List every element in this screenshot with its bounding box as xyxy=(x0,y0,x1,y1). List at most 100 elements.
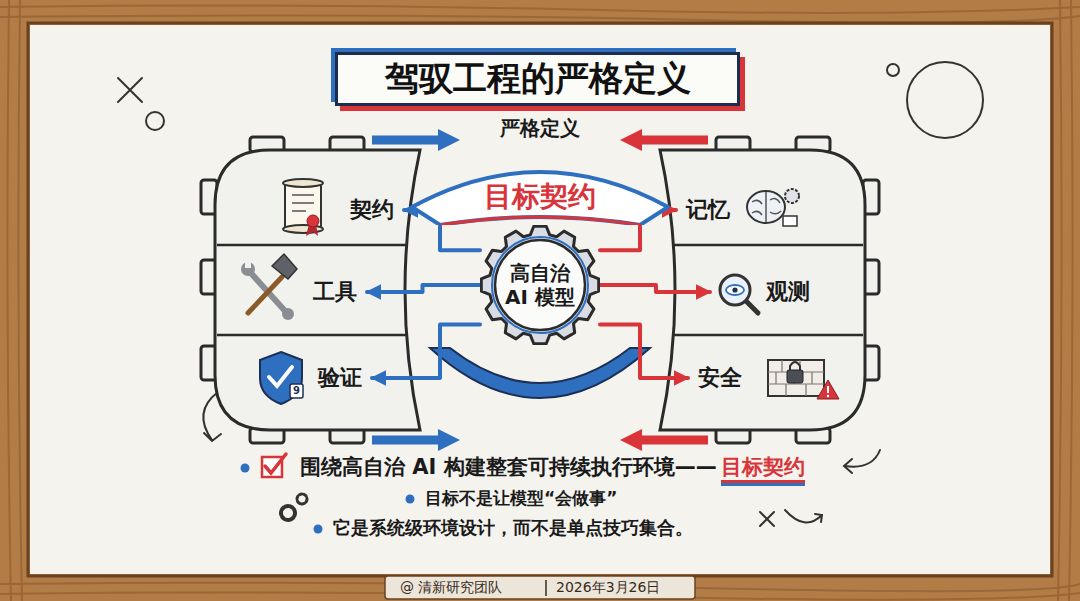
cycle-arrow xyxy=(620,429,642,451)
footer-text: @ 清新研究团队 xyxy=(400,579,502,596)
segment-label: 安全 xyxy=(698,365,742,390)
bullet-dot xyxy=(314,525,323,534)
bullet-dot xyxy=(406,495,415,504)
wall-icon xyxy=(827,386,829,393)
tools-icon xyxy=(241,254,297,320)
highlight-text: 目标契约 xyxy=(721,455,805,483)
tools-icon xyxy=(241,262,255,276)
doodle xyxy=(785,510,822,522)
scroll-icon xyxy=(283,179,323,187)
cycle-arrow xyxy=(640,436,708,445)
checkbox-icon xyxy=(262,454,286,477)
wood-frame xyxy=(7,0,11,601)
footer-plate xyxy=(385,576,695,599)
gear-segment: 工具 xyxy=(305,274,365,310)
footer-plate xyxy=(545,580,547,596)
core-gear: 高自治 AI 模型 xyxy=(480,225,600,345)
cycle-arrow xyxy=(372,136,440,145)
wall-icon xyxy=(768,360,824,396)
doodle xyxy=(118,62,983,526)
cycle-arrow xyxy=(438,429,460,451)
gear-segment: 安全 xyxy=(690,360,750,396)
brain-icon xyxy=(747,189,799,226)
footer-plate xyxy=(385,576,695,599)
gear-segment: 观测 xyxy=(712,274,822,310)
doodle xyxy=(760,512,774,526)
title-text: 驾驭工程的严格定义 xyxy=(385,60,691,97)
footer-text: 2026年3月26日 xyxy=(556,579,660,596)
connector-arrow xyxy=(600,285,710,292)
doodle xyxy=(146,112,164,130)
doodle xyxy=(844,450,880,473)
segment-label: 工具 xyxy=(313,279,357,304)
band-label: 目标契约 xyxy=(484,181,596,213)
cycle-arrow xyxy=(620,129,642,151)
brain-icon xyxy=(783,216,797,226)
shield-icon xyxy=(260,352,302,404)
gear-teeth xyxy=(481,226,598,343)
scroll-icon xyxy=(285,183,321,229)
gear-hub xyxy=(495,240,585,330)
magnifier-icon xyxy=(732,287,737,292)
magnifier-icon xyxy=(720,275,750,305)
tools-icon xyxy=(245,262,251,268)
board xyxy=(30,25,1050,574)
connector-arrow xyxy=(600,325,688,378)
brain-icon xyxy=(747,191,785,223)
doodle xyxy=(281,506,295,520)
contract-band: 目标契约 xyxy=(410,145,670,225)
brain-icon xyxy=(785,189,799,203)
cycle-arrow xyxy=(640,136,708,145)
lower-band xyxy=(430,348,650,398)
tools-icon xyxy=(248,277,282,313)
scroll-icon xyxy=(283,179,323,236)
brain-icon xyxy=(752,192,781,222)
segment-label: 契约 xyxy=(350,197,394,222)
gear-segment: 验证 xyxy=(310,360,370,396)
wood-frame xyxy=(1058,0,1062,601)
wood-frame xyxy=(0,6,1080,13)
band-inner-edge xyxy=(440,217,640,225)
connector-arrow xyxy=(367,285,480,292)
wood-frame xyxy=(28,23,1052,576)
gear-segment: 记忆 xyxy=(678,192,738,228)
wall-icon xyxy=(787,370,803,383)
magnifier-icon xyxy=(726,285,744,295)
wall-icon xyxy=(827,395,829,397)
magnifier-icon xyxy=(720,275,758,313)
board xyxy=(30,25,1050,574)
cycle-arrow xyxy=(372,436,440,445)
wall-icon xyxy=(768,360,839,399)
tools-icon xyxy=(282,308,294,320)
wall-icon xyxy=(817,380,839,399)
doodle xyxy=(887,64,899,76)
doodle xyxy=(907,62,983,138)
bullet-dot xyxy=(241,464,250,473)
icon-number: 9 xyxy=(293,385,300,397)
gear-ring xyxy=(492,237,588,333)
band-outline xyxy=(412,172,668,225)
wood-frame xyxy=(1069,0,1073,601)
segment-label: 验证 xyxy=(318,365,362,390)
wood-frame xyxy=(18,0,22,601)
shield-icon xyxy=(269,367,292,386)
tools-icon xyxy=(272,254,297,279)
cycle-arrow xyxy=(438,129,460,151)
bullet-text: 围绕高自治 AI 构建整套可持续执行环境—— xyxy=(300,455,717,480)
bullet-text: 目标不是让模型“会做事” xyxy=(425,488,617,508)
title-box: 驾驭工程的严格定义 xyxy=(335,52,740,106)
segment-label: 记忆 xyxy=(686,197,730,222)
scroll-icon xyxy=(292,195,314,211)
doodle xyxy=(297,494,307,504)
checkbox-icon xyxy=(265,454,286,473)
shield-icon xyxy=(290,384,303,398)
segment-label: 观测 xyxy=(766,279,810,304)
scroll-icon xyxy=(307,215,319,227)
gear-segment: 契约 xyxy=(342,192,402,228)
lower-band xyxy=(430,348,650,398)
subtitle: 严格定义 xyxy=(500,116,580,140)
core-label: 高自治 AI 模型 xyxy=(504,261,576,309)
